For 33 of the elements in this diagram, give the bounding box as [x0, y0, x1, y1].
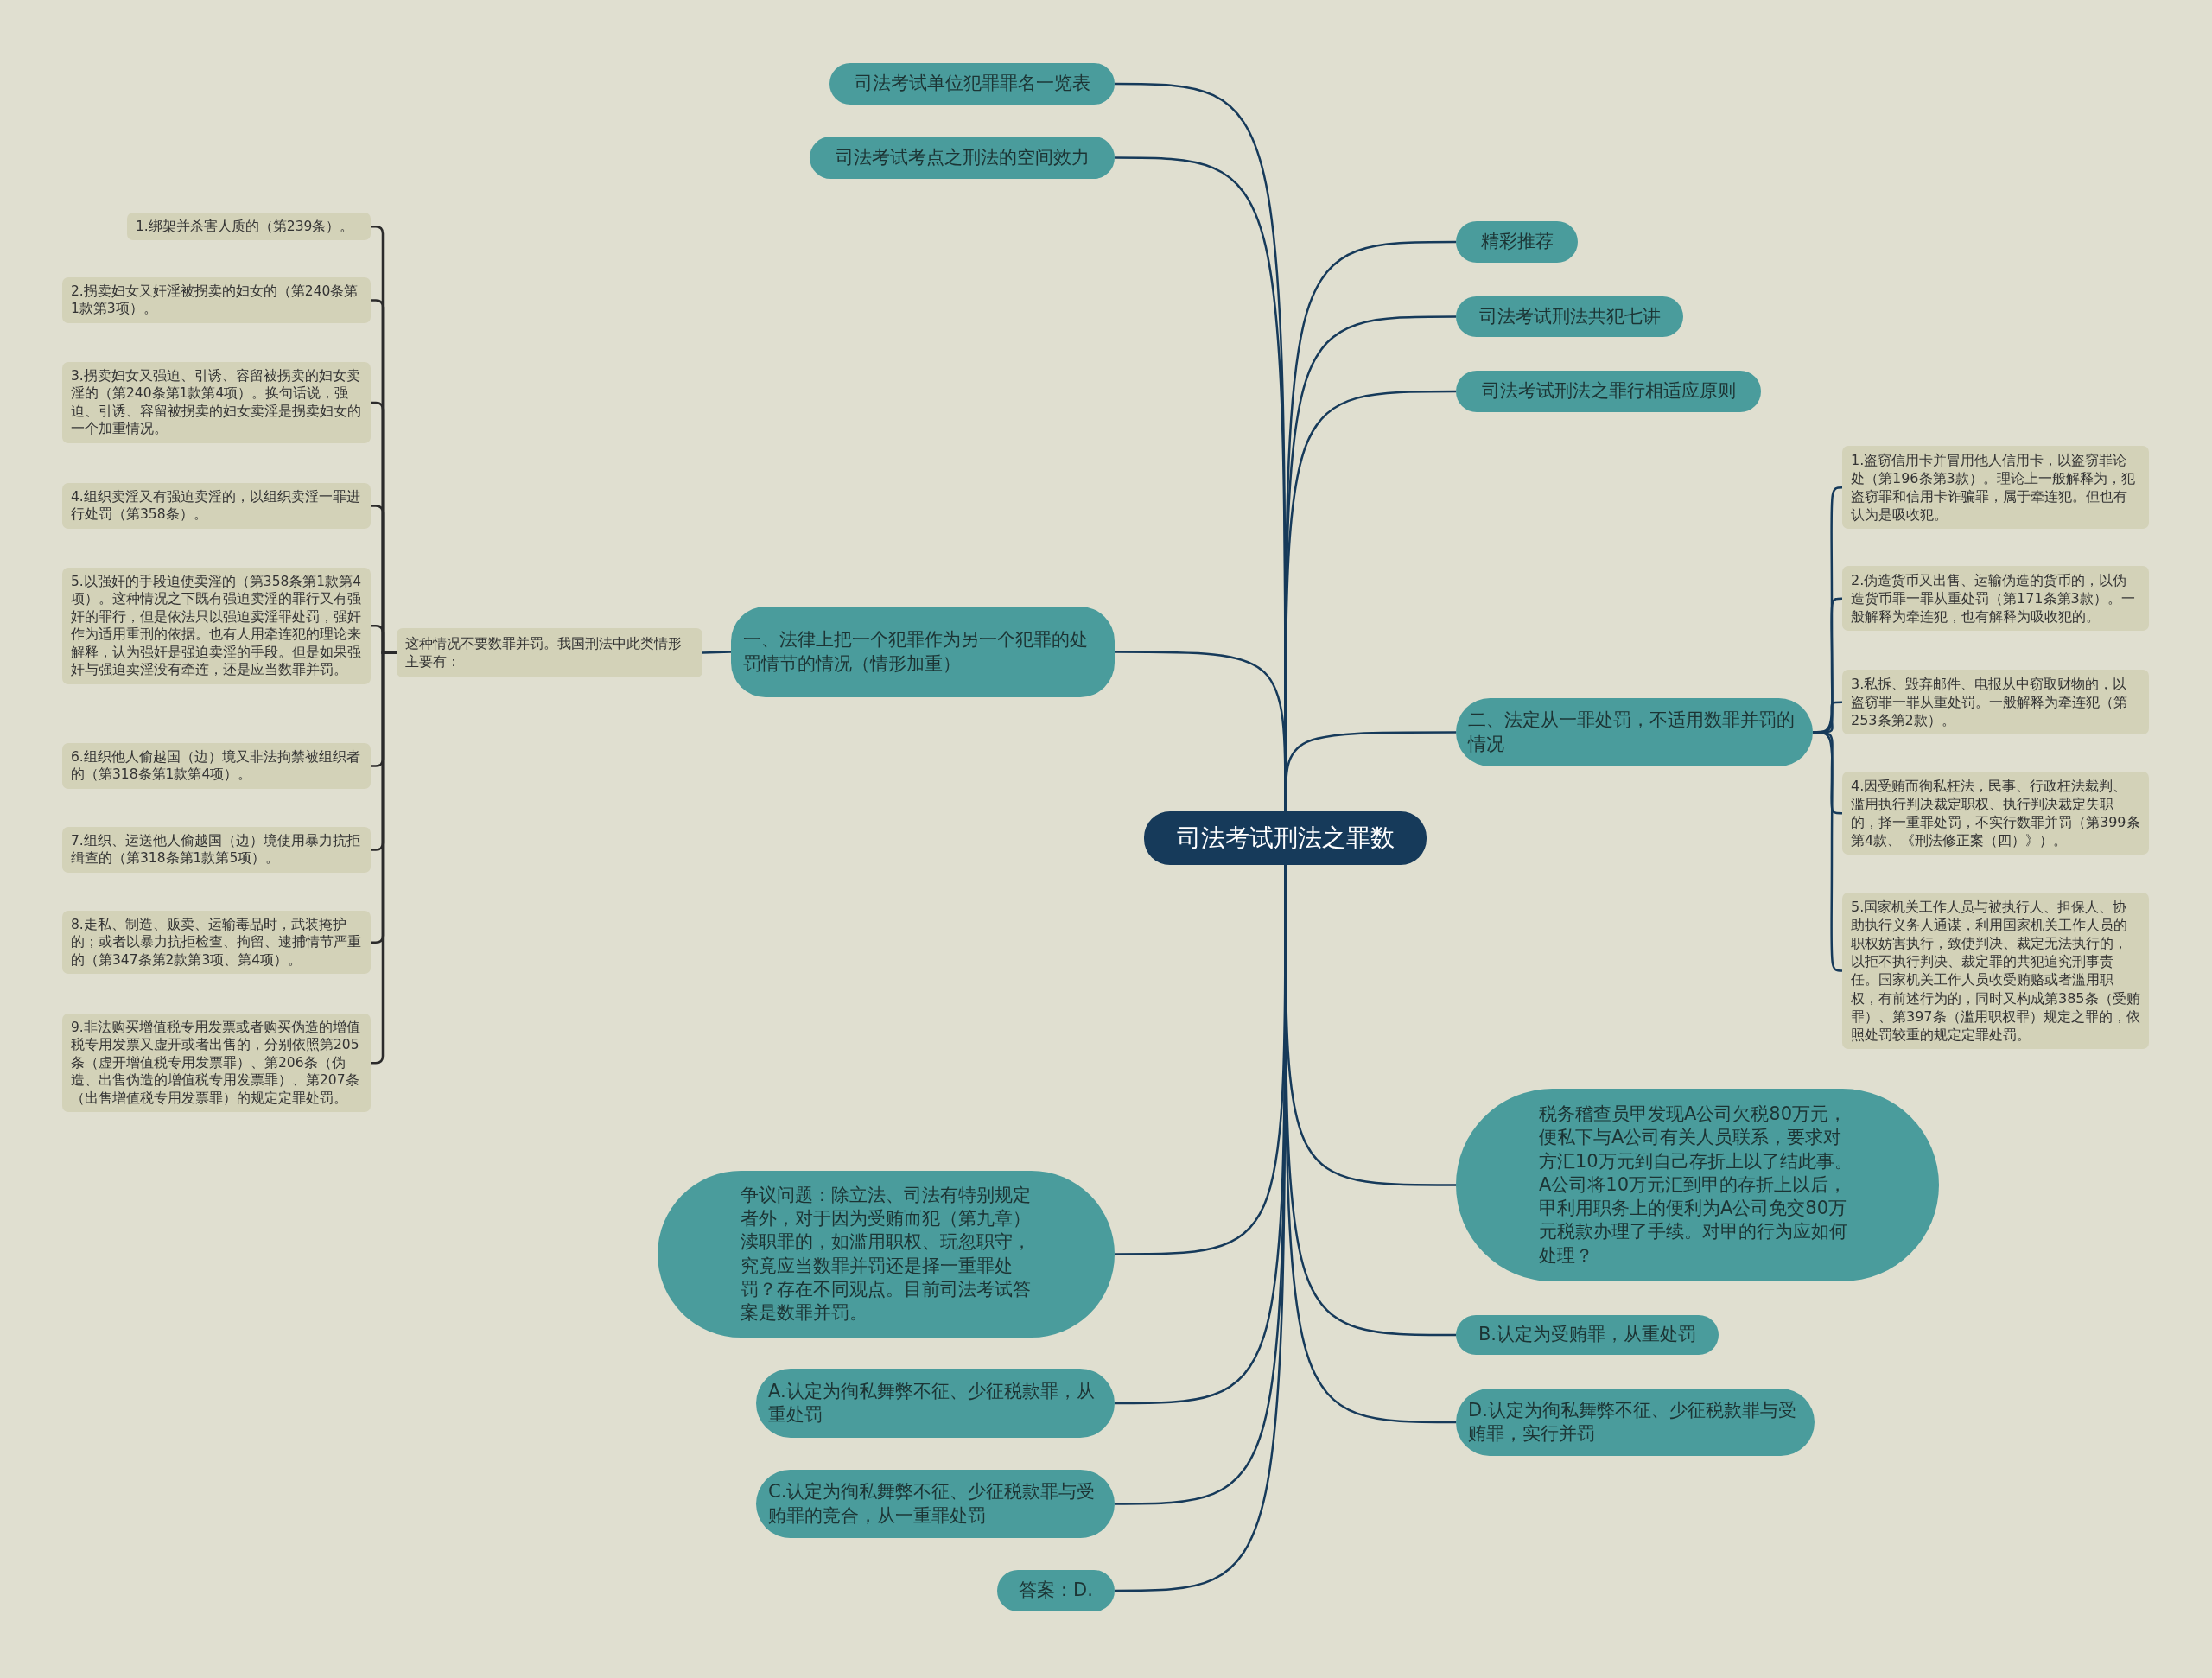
note-card: 2.伪造货币又出售、运输伪造的货币的，以伪造货币罪一罪从重处罚（第171条第3款）。一般解释为牵连犯，也有解释为吸收犯的。 [1842, 566, 2149, 632]
topic-pill: 争议问题：除立法、司法有特别规定者外，对于因为受贿而犯（第九章）渎职罪的，如滥用职权、玩忽职守，究竟应当数罪并罚还是择一重罪处罚？存在不同观点。目前司法考试答案是数罪并罚。 [658, 1171, 1115, 1338]
topic-pill: 司法考试考点之刑法的空间效力 [810, 137, 1115, 179]
note-card: 3.私拆、毁弃邮件、电报从中窃取财物的，以盗窃罪一罪从重处罚。一般解释为牵连犯（第253条第2款）。 [1842, 670, 2149, 735]
note-card: 4.组织卖淫又有强迫卖淫的，以组织卖淫一罪进行处罚（第358条）。 [62, 483, 371, 529]
topic-pill: D.认定为徇私舞弊不征、少征税款罪与受贿罪，实行并罚 [1456, 1389, 1815, 1456]
topic-pill: 精彩推荐 [1456, 221, 1578, 263]
note-card: 7.组织、运送他人偷越国（边）境使用暴力抗拒缉查的（第318条第1款第5项）。 [62, 827, 371, 873]
topic-pill: A.认定为徇私舞弊不征、少征税款罪，从重处罚 [756, 1369, 1115, 1438]
topic-pill: 答案：D. [997, 1570, 1115, 1611]
topic-pill: 税务稽查员甲发现A公司欠税80万元，便私下与A公司有关人员联系，要求对方汇10万元到自己存折上以了结此事。A公司将10万元汇到甲的存折上以后，甲利用职务上的便利为A公司免交80万元税款办理了手续。对甲的行为应如何处理？ [1456, 1089, 1939, 1281]
connector-line [702, 651, 732, 654]
central-topic: 司法考试刑法之罪数 [1144, 811, 1427, 865]
topic-pill: 二、法定从一罪处罚，不适用数罪并罚的情况 [1456, 698, 1813, 766]
note-card: 8.走私、制造、贩卖、运输毒品时，武装掩护的；或者以暴力抗拒检查、拘留、逮捕情节严重的（第347条第2款第3项、第4项）。 [62, 911, 371, 975]
note-card: 9.非法购买增值税专用发票或者购买伪造的增值税专用发票又虚开或者出售的，分别依照第205条（虚开增值税专用发票罪）、第206条（伪造、出售伪造的增值税专用发票罪）、第207条（出售增值税专用发票罪）的规定定罪处罚。 [62, 1014, 371, 1113]
note-card: 5.国家机关工作人员与被执行人、担保人、协助执行义务人通谋，利用国家机关工作人员的职权妨害执行，致使判决、裁定无法执行的，以拒不执行判决、裁定罪的共犯追究刑事责任。国家机关工作人员收受贿赂或者滥用职权，有前述行为的，同时又构成第385条（受贿罪）、第397条（滥用职权罪）规定之罪的，依照处罚较重的规定定罪处罚。 [1842, 893, 2149, 1049]
note-card: 4.因受贿而徇私枉法，民事、行政枉法裁判、滥用执行判决裁定职权、执行判决裁定失职的，择一重罪处罚，不实行数罪并罚（第399条第4款、《刑法修正案（四）》）。 [1842, 772, 2149, 855]
note-card: 这种情况不要数罪并罚。我国刑法中此类情形主要有： [397, 628, 702, 677]
topic-pill: B.认定为受贿罪，从重处罚 [1456, 1315, 1719, 1355]
topic-pill: C.认定为徇私舞弊不征、少征税款罪与受贿罪的竞合，从一重罪处罚 [756, 1470, 1115, 1538]
note-card: 6.组织他人偷越国（边）境又非法拘禁被组织者的（第318条第1款第4项）。 [62, 743, 371, 789]
topic-pill: 司法考试刑法之罪行相适应原则 [1456, 371, 1761, 412]
note-card: 2.拐卖妇女又奸淫被拐卖的妇女的（第240条第1款第3项）。 [62, 277, 371, 323]
topic-pill: 一、法律上把一个犯罪作为另一个犯罪的处罚情节的情况（情形加重） [731, 607, 1115, 697]
topic-pill: 司法考试单位犯罪罪名一览表 [830, 63, 1115, 105]
note-card: 5.以强奸的手段迫使卖淫的（第358条第1款第4项）。这种情况之下既有强迫卖淫的罪行又有强奸的罪行，但是依法只以强迫卖淫罪处罚，强奸作为适用重刑的依据。也有人用牵连犯的理论来解释，认为强奸是强迫卖淫的手段。但是如果强奸与强迫卖淫没有牵连，还是应当数罪并罚。 [62, 568, 371, 684]
topic-pill: 司法考试刑法共犯七讲 [1456, 296, 1683, 337]
connector-line [1284, 731, 1456, 811]
note-card: 3.拐卖妇女又强迫、引诱、容留被拐卖的妇女卖淫的（第240条第1款第4项）。换句话说，强迫、引诱、容留被拐卖的妇女卖淫是拐卖妇女的一个加重情况。 [62, 362, 371, 443]
connector-line [1813, 731, 1843, 972]
note-card: 1.盗窃信用卡并冒用他人信用卡，以盗窃罪论处（第196条第3款）。理论上一般解释为，犯盗窃罪和信用卡诈骗罪，属于牵连犯。但也有认为是吸收犯。 [1842, 446, 2149, 530]
note-card: 1.绑架并杀害人质的（第239条）。 [127, 213, 371, 241]
